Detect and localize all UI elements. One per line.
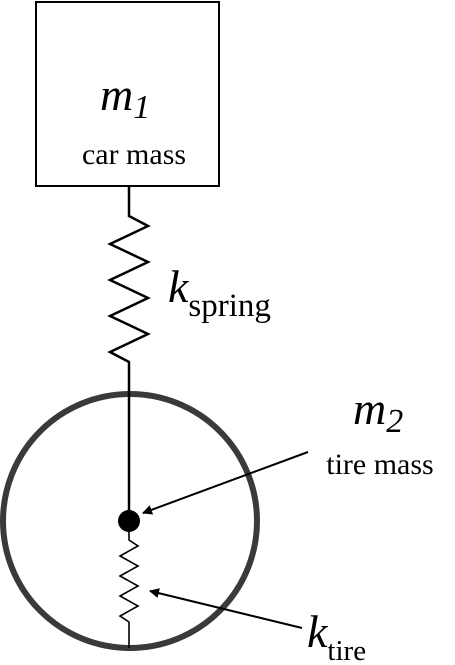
car-mass-subscript: 1 (133, 89, 150, 126)
tire-mass-caption: tire mass (326, 448, 433, 481)
tire-mass-dot (118, 510, 140, 532)
car-mass-symbol: m1 (100, 69, 150, 126)
tire-spring-arrow (149, 588, 303, 629)
spring-label-subscript: spring (188, 288, 271, 324)
tire-mass-subscript: 2 (386, 403, 403, 440)
car-mass-caption: car mass (82, 138, 186, 171)
tire-mass-symbol: m2 (353, 383, 403, 440)
car-mass-box (35, 1, 220, 187)
spring-label: kspring (168, 261, 271, 324)
tire-spring-label-subscript: tire (327, 635, 366, 665)
suspension-spring (107, 186, 151, 521)
tire-mass-arrow (142, 451, 309, 515)
tire-spring (118, 532, 140, 648)
tire-spring-label: ktire (307, 606, 366, 665)
